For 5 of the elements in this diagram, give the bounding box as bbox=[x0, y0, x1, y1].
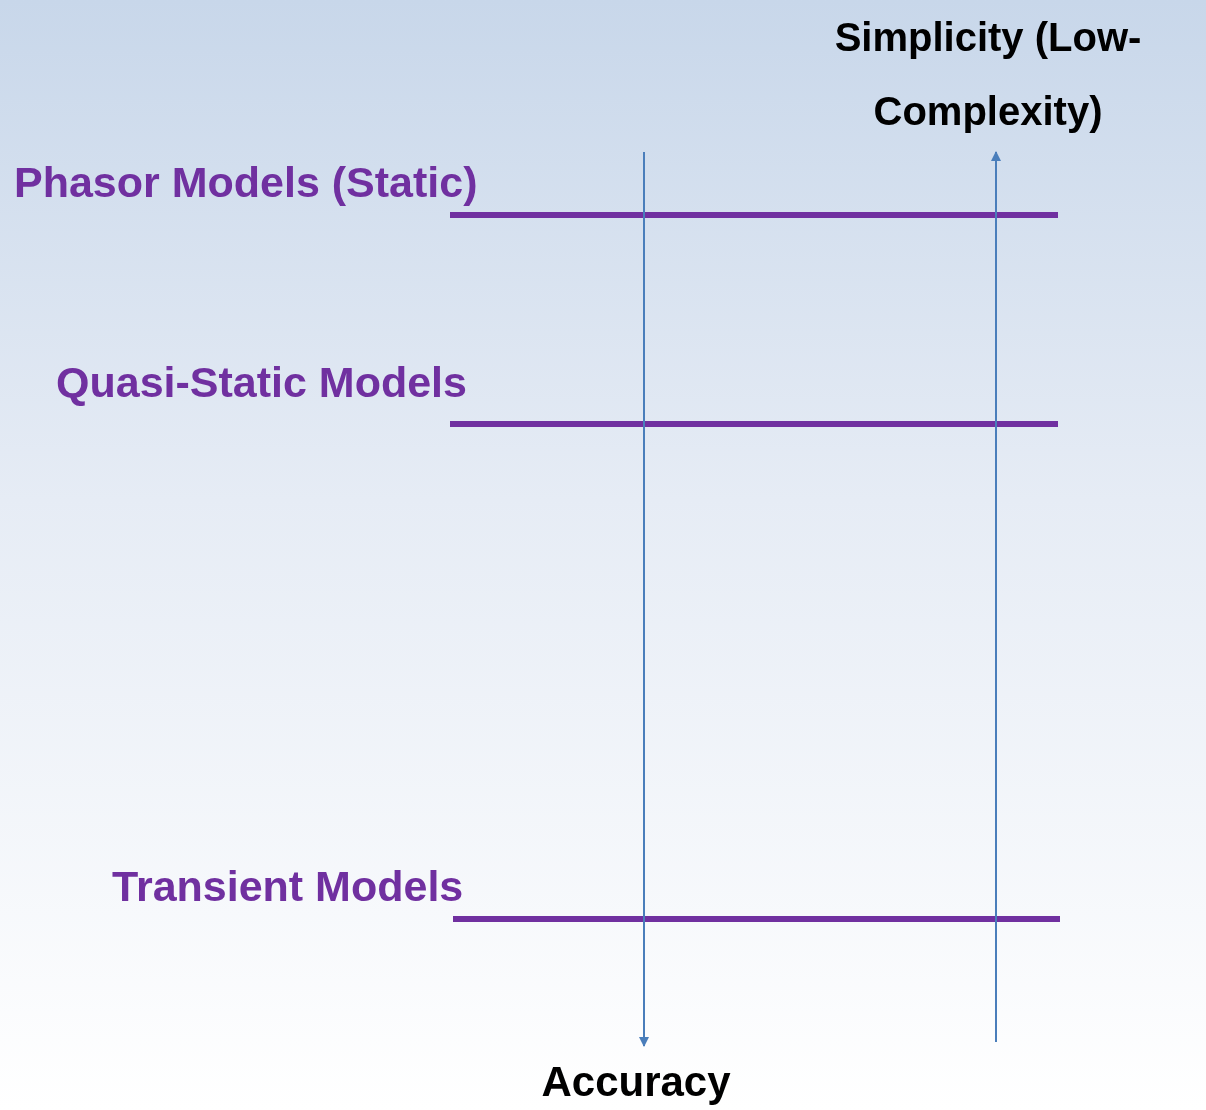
axis-label: Simplicity (Low-Complexity) bbox=[833, 14, 1143, 135]
axis-label: Accuracy bbox=[540, 1057, 732, 1107]
model-level-label: Phasor Models (Static) bbox=[14, 157, 478, 208]
model-level-label: Transient Models bbox=[112, 861, 464, 912]
model-level-label: Quasi-Static Models bbox=[56, 357, 467, 408]
